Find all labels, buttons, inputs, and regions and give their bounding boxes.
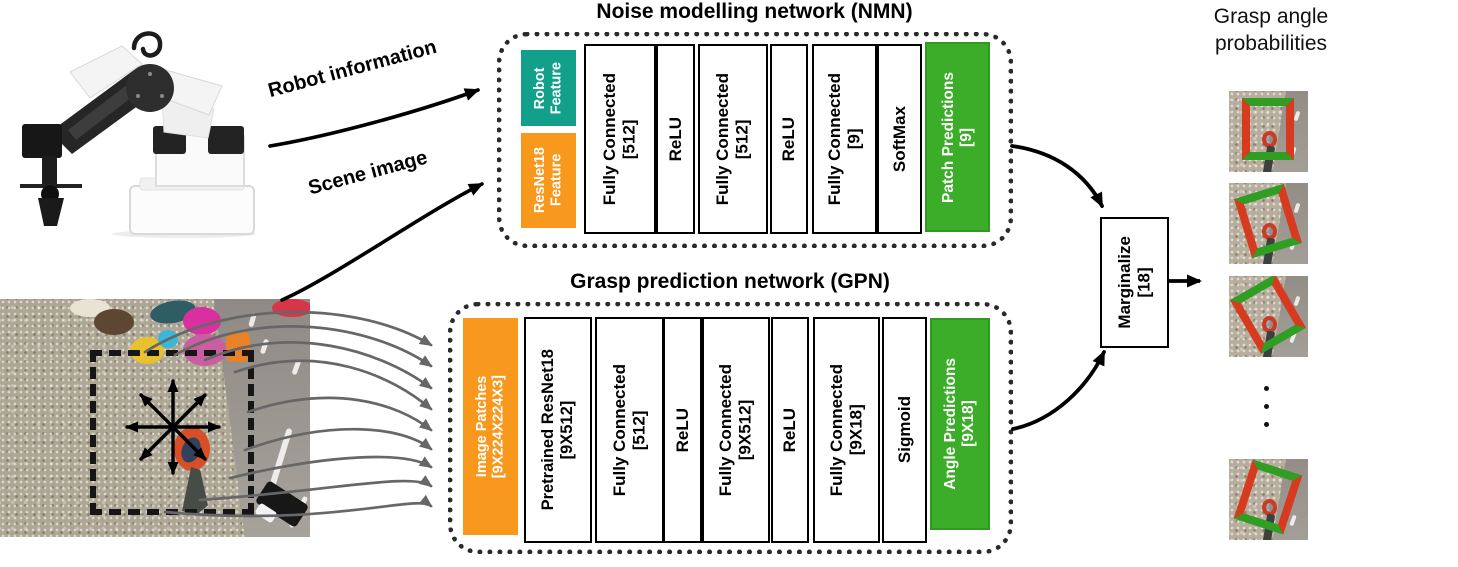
gpn-to-marginalize-arrow [1011,350,1106,431]
nmn-layer-relu-2: ReLU [770,44,808,234]
nmn-layer-softmax: SoftMax [877,44,922,234]
layer-label: Pretrained ResNet18 [9X512] [539,349,576,511]
brown-object [94,309,134,335]
grasp-probabilities-title: Grasp angle probabilities [1213,5,1329,55]
layer-label: Fully Connected [512] [713,72,752,206]
layer-label: Fully Connected [9X512] [716,363,755,497]
gpn-output-label: Angle Predictions [9X18] [942,358,977,490]
nmn-layer-fc9: Fully Connected [9] [812,44,877,234]
grasp-patch-image [1229,276,1308,357]
layer-label: Sigmoid [894,396,914,464]
nmn-resnet-feature-label: ResNet18 Feature [531,147,565,214]
gpn-layer-fc9x512: Fully Connected [9X512] [702,317,770,543]
grasp-patch-image [1229,91,1308,172]
grasp-rectangle [1242,98,1294,160]
robot-arm-photo [20,31,256,238]
nmn-title: Noise modelling network (NMN) [596,0,913,23]
scene-image-photo [0,299,310,537]
gpn-layer-sigmoid: Sigmoid [882,317,927,543]
layer-label: ReLU [672,407,692,453]
grasp-patch-image [1229,459,1308,540]
nmn-layer-fc512-1: Fully Connected [512] [584,44,656,234]
nmn-robot-feature-label: Robot Feature [531,61,565,115]
layer-label: Fully Connected [512] [609,363,649,497]
marginalize-label: Marginalize [18] [1114,236,1154,329]
layer-label: Fully Connected [9X18] [826,363,866,497]
robot-arm-drawing [20,31,256,238]
nmn-output-patch-predictions: Patch Predictions [9] [925,42,990,232]
robot-information-arrow [268,88,480,148]
gpn-layer-relu-2: ReLU [771,317,809,543]
red-object [272,299,310,317]
nmn-resnet-feature: ResNet18 Feature [521,133,576,228]
nmn-box [497,32,1013,248]
gpn-layer-fc9x18: Fully Connected [9X18] [813,317,880,543]
robot-information-label: Robot information [265,35,439,103]
nmn-to-marginalize-arrow [1010,144,1104,208]
gpn-layer-fc512: Fully Connected [512] [595,317,664,543]
ellipsis-dots [1264,386,1269,440]
gpn-layer-relu-1: ReLU [663,317,702,543]
cyan-object [158,330,178,348]
nmn-layer-relu-1: ReLU [656,44,695,234]
layer-label: ReLU [780,407,800,453]
gpn-layer-resnet18: Pretrained ResNet18 [9X512] [524,317,592,543]
magenta-object [183,307,221,335]
nmn-robot-feature: Robot Feature [521,50,576,126]
gpn-output-angle-predictions: Angle Predictions [9X18] [930,318,990,530]
layer-label: SoftMax [889,105,909,173]
nmn-output-label: Patch Predictions [9] [939,71,975,203]
layer-label: ReLU [665,116,685,162]
gpn-input-label: Image Patches [9X224X224X3] [473,374,507,479]
gpn-box [448,302,1013,554]
grasp-patch-image [1229,183,1308,264]
layer-label: Fully Connected [9] [824,72,864,206]
gpn-image-patches: Image Patches [9X224X224X3] [463,318,518,535]
layer-label: ReLU [779,116,799,162]
patch-sampling-square [90,350,254,515]
layer-label: Fully Connected [512] [600,72,639,206]
marginalize-box: Marginalize [18] [1100,217,1169,348]
nmn-layer-fc512-2: Fully Connected [512] [698,44,768,234]
scene-image-label: Scene image [305,146,430,200]
gpn-title: Grasp prediction network (GPN) [570,270,890,293]
